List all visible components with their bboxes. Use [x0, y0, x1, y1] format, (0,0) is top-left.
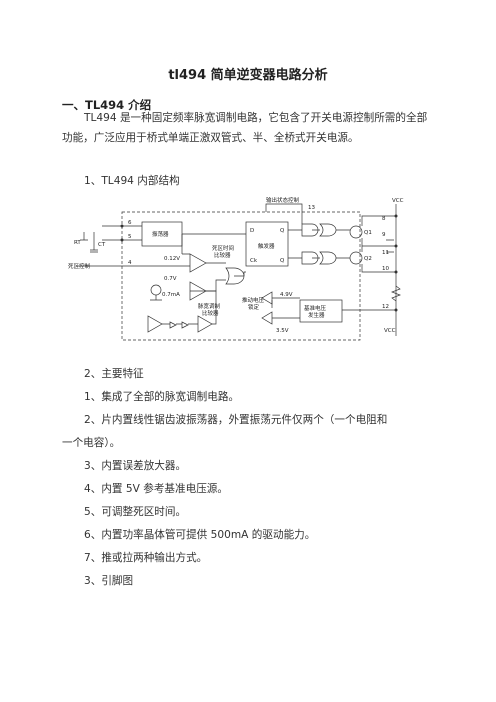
subheading-internal-structure: 1、TL494 内部结构 — [84, 175, 180, 187]
label-pin8: 8 — [382, 216, 386, 222]
label-pwm-2: 比较器 — [202, 309, 219, 317]
label-ref-2: 发生器 — [308, 311, 325, 319]
nor-gate-1 — [319, 223, 337, 237]
current-source — [150, 284, 162, 296]
label-012v: 0.12V — [164, 256, 180, 262]
label-uvlo-2: 锁定 — [248, 303, 260, 311]
uvlo-comparator-2 — [261, 311, 273, 325]
chip-boundary — [121, 211, 361, 341]
subheading-pinout: 3、引脚图 — [84, 575, 134, 587]
label-ck: Ck — [250, 258, 258, 264]
feature-7: 7、推或拉两种输出方式。 — [84, 552, 208, 564]
or-to-ff — [234, 271, 246, 277]
label-pin12: 12 — [382, 304, 389, 310]
label-q1: Q1 — [364, 230, 372, 236]
ea-to-pwm — [162, 290, 217, 325]
label-vcc-bottom: VCC — [384, 328, 396, 334]
vcc-taps — [386, 239, 394, 253]
label-deadtime-1: 死区时间 — [212, 244, 234, 252]
label-pin6: 6 — [128, 220, 132, 226]
transistor-q2 — [349, 251, 363, 265]
uvlo-to-ref — [272, 297, 300, 319]
label-d: D — [250, 228, 254, 234]
feature-3: 3、内置误差放大器。 — [84, 460, 187, 472]
label-deadtime-2: 比较器 — [214, 251, 231, 259]
label-rt: RT — [74, 240, 81, 246]
label-07v: 0.7V — [164, 276, 177, 282]
rt-resistor — [80, 232, 88, 241]
subheading-features: 2、主要特征 — [84, 368, 144, 380]
ff-to-gates — [288, 229, 320, 259]
diode-1 — [169, 321, 177, 329]
feature-4: 4、内置 5V 参考基准电压源。 — [84, 483, 228, 495]
intro-paragraph: TL494 是一种固定频率脉宽调制电路，它包含了开关电源控制所需的全部功能，广泛… — [62, 112, 428, 144]
comp-to-or — [206, 262, 226, 292]
feature-2: 2、片内置线性锯齿波振荡器，外置振荡元件仅两个（一个电阻和 — [84, 414, 388, 426]
label-pin13: 13 — [308, 205, 315, 211]
label-ref-1: 基准电压 — [304, 304, 327, 312]
and-gate-1 — [301, 223, 319, 237]
label-q2: Q2 — [364, 256, 372, 262]
gates-to-transistors — [336, 229, 350, 259]
transistor-q1 — [349, 225, 363, 239]
osc-wires — [102, 225, 142, 241]
label-pin10: 10 — [382, 266, 389, 272]
label-q: Q — [280, 228, 285, 234]
label-output-control: 输出状态控制 — [266, 196, 300, 204]
section-heading-intro: 一、TL494 介绍 — [62, 98, 152, 112]
document-title: tl494 简单逆变器电路分析 — [168, 68, 328, 83]
label-ct: CT — [98, 242, 106, 248]
label-qbar: Q — [280, 258, 285, 264]
flipflop-block — [245, 221, 289, 267]
label-pwm-1: 脉宽调制 — [198, 302, 221, 310]
label-vcc-top: VCC — [392, 198, 404, 204]
deadtime-comparator — [189, 253, 207, 273]
label-07ma: 0.7mA — [162, 292, 180, 298]
transistor-outputs — [361, 215, 396, 273]
reference-block — [299, 299, 343, 323]
label-deadtime-ctrl: 死区控制 — [68, 262, 91, 270]
label-oscillator: 振荡器 — [152, 230, 169, 238]
label-49v: 4.9V — [280, 292, 293, 298]
ct-capacitor — [90, 232, 98, 253]
label-pin9: 9 — [382, 232, 386, 238]
label-pin4: 4 — [128, 260, 132, 266]
feature-1: 1、集成了全部的脉宽调制电路。 — [84, 391, 240, 403]
osc-to-comp — [181, 233, 246, 255]
or-gate — [225, 267, 245, 285]
feature-5: 5、可调整死区时间。 — [84, 506, 187, 518]
feature-6: 6、内置功率晶体管可提供 500mA 的驱动能力。 — [84, 529, 316, 541]
output-control-wire — [265, 203, 303, 224]
label-flipflop: 触发器 — [258, 242, 275, 250]
error-amplifier-2 — [197, 315, 213, 333]
tl494-block-diagram: 输出状态控制 13 VCC 振荡器 死区时间 比较器 触发器 D Ck Q Q … — [68, 196, 404, 341]
label-35v: 3.5V — [276, 328, 289, 334]
label-pin11: 11 — [382, 250, 389, 256]
error-amplifier-1 — [147, 315, 163, 333]
and-gate-2 — [301, 251, 319, 265]
output-resistor — [391, 285, 401, 302]
current-source-ground — [150, 295, 162, 301]
label-uvlo-1: 推动电压 — [242, 296, 265, 304]
feature-2-cont: 一个电容）。 — [62, 437, 121, 449]
label-pin5: 5 — [128, 234, 132, 240]
nor-gate-2 — [319, 251, 337, 265]
diode-2 — [181, 321, 189, 329]
